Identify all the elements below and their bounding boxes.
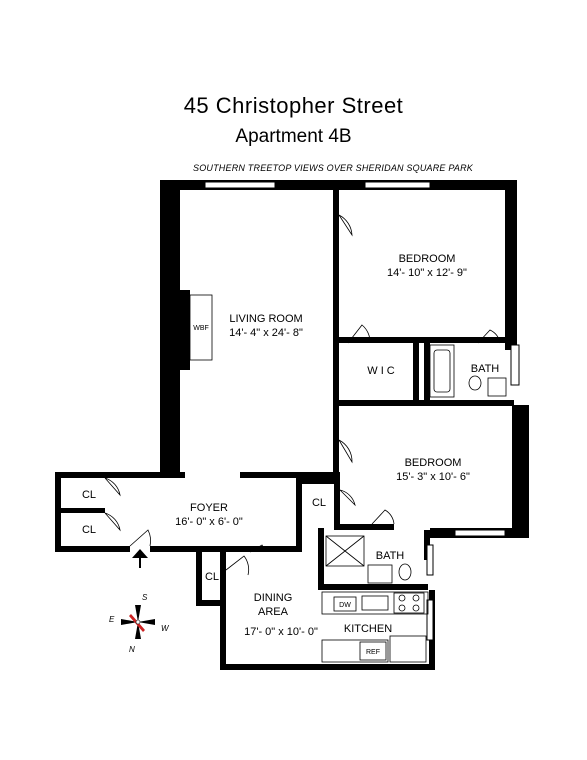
closet-label: CL	[82, 524, 96, 536]
closet-label: CL	[312, 497, 326, 509]
toilet-icon	[468, 375, 482, 391]
view-note: SOUTHERN TREETOP VIEWS OVER SHERIDAN SQU…	[193, 163, 473, 173]
plan-title: 45 Christopher Street	[183, 93, 404, 118]
stove-icon	[393, 592, 425, 614]
kitchen-name: KITCHEN	[344, 623, 392, 635]
dining-name-2: AREA	[258, 606, 289, 618]
living-room-name: LIVING ROOM	[229, 313, 302, 325]
closet-label: CL	[205, 571, 219, 583]
kitchen-sink-icon	[361, 595, 389, 611]
compass-n: N	[129, 645, 135, 654]
fireplace-label: WBF	[193, 325, 209, 332]
compass-w: W	[161, 624, 170, 633]
compass-s: S	[142, 593, 148, 602]
foyer-name: FOYER	[190, 502, 228, 514]
bathtub-icon	[429, 344, 455, 398]
pantry-icon	[389, 635, 427, 663]
dishwasher	[333, 596, 357, 612]
sink-icon	[487, 377, 507, 397]
toilet-icon	[398, 563, 412, 581]
bedroom2-dims: 15'- 3" x 10'- 6"	[396, 471, 470, 483]
bedroom1-name: BEDROOM	[399, 253, 456, 265]
dining-name: DINING	[254, 592, 293, 604]
fixtures	[189, 294, 507, 663]
foyer-dims: 16'- 0" x 6'- 0"	[175, 516, 243, 528]
shower-icon	[325, 535, 365, 567]
bedroom2-name: BEDROOM	[405, 457, 462, 469]
bath2-name: BATH	[376, 550, 405, 562]
fireplace	[189, 294, 213, 361]
walls	[55, 180, 529, 670]
kitchen-counter	[321, 591, 429, 615]
bath1-name: BATH	[471, 363, 500, 375]
entrance-arrow-icon	[132, 549, 148, 568]
living-room-dims: 14'- 4" x 24'- 8"	[229, 327, 303, 339]
dining-dims: 17'- 0" x 10'- 0"	[244, 626, 318, 638]
lower-counter	[321, 639, 389, 663]
door-swings	[104, 214, 501, 576]
wic-name: W I C	[367, 365, 395, 377]
windows	[204, 181, 520, 641]
dishwasher-label: DW	[339, 602, 351, 609]
compass-e: E	[109, 615, 115, 624]
compass-rose: S E W N	[109, 593, 170, 654]
sink-icon	[367, 564, 393, 584]
closet-label: CL	[82, 489, 96, 501]
refrigerator-label: REF	[366, 649, 380, 656]
bedroom1-dims: 14'- 10" x 12'- 9"	[387, 267, 467, 279]
refrigerator	[359, 641, 387, 661]
plan-subtitle: Apartment 4B	[235, 126, 352, 147]
